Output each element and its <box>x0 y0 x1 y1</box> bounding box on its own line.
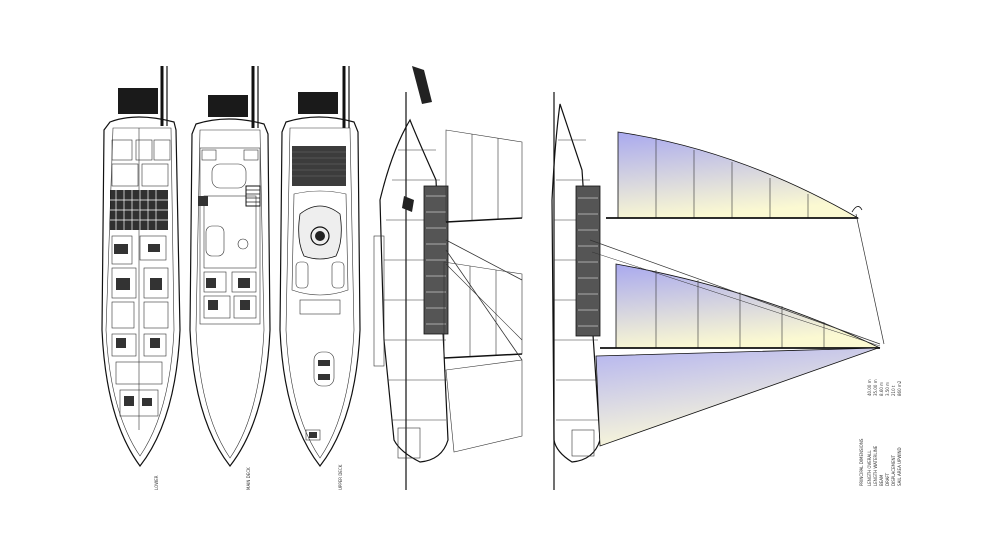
spec-row-label: DISPLACEMENT <box>891 455 896 486</box>
main-deck-plan: MAIN DECK <box>189 66 271 490</box>
lower-deck-plan: LOWER <box>101 66 181 490</box>
lower-sail <box>595 347 879 447</box>
spec-row-value: 3.50 m <box>885 382 890 396</box>
lower-deck-label: LOWER <box>154 475 159 490</box>
spec-row-value: 860 m2 <box>897 380 902 396</box>
spec-row-value: 210 t <box>891 385 896 396</box>
upper-deck-label: UPPER DECK <box>338 464 343 490</box>
side-profile-under-sail <box>551 92 885 490</box>
upper-sail <box>617 131 860 219</box>
side-profile-furled <box>373 66 523 490</box>
spec-row-value: 8.60 m <box>879 382 884 396</box>
upper-deck-plan: UPPER DECK <box>279 66 361 490</box>
main-deck-label: MAIN DECK <box>246 467 251 490</box>
spec-row-value: 40.00 m <box>867 379 872 396</box>
middle-sail <box>615 263 881 349</box>
spec-row-label: SAIL AREA UPWIND <box>897 447 902 486</box>
spec-row-label: LENGTH OVERALL <box>867 450 872 486</box>
spec-row-label: DRAFT <box>885 472 890 486</box>
principal-dimensions-table: PRINCIPAL DIMENSIONS LENGTH OVERALL 40.0… <box>859 379 902 486</box>
spec-row-label: BEAM <box>879 474 884 486</box>
spec-row-value: 35.00 m <box>873 379 878 396</box>
spec-row-label: LENGTH WATERLINE <box>873 445 878 486</box>
spec-title: PRINCIPAL DIMENSIONS <box>859 438 864 486</box>
